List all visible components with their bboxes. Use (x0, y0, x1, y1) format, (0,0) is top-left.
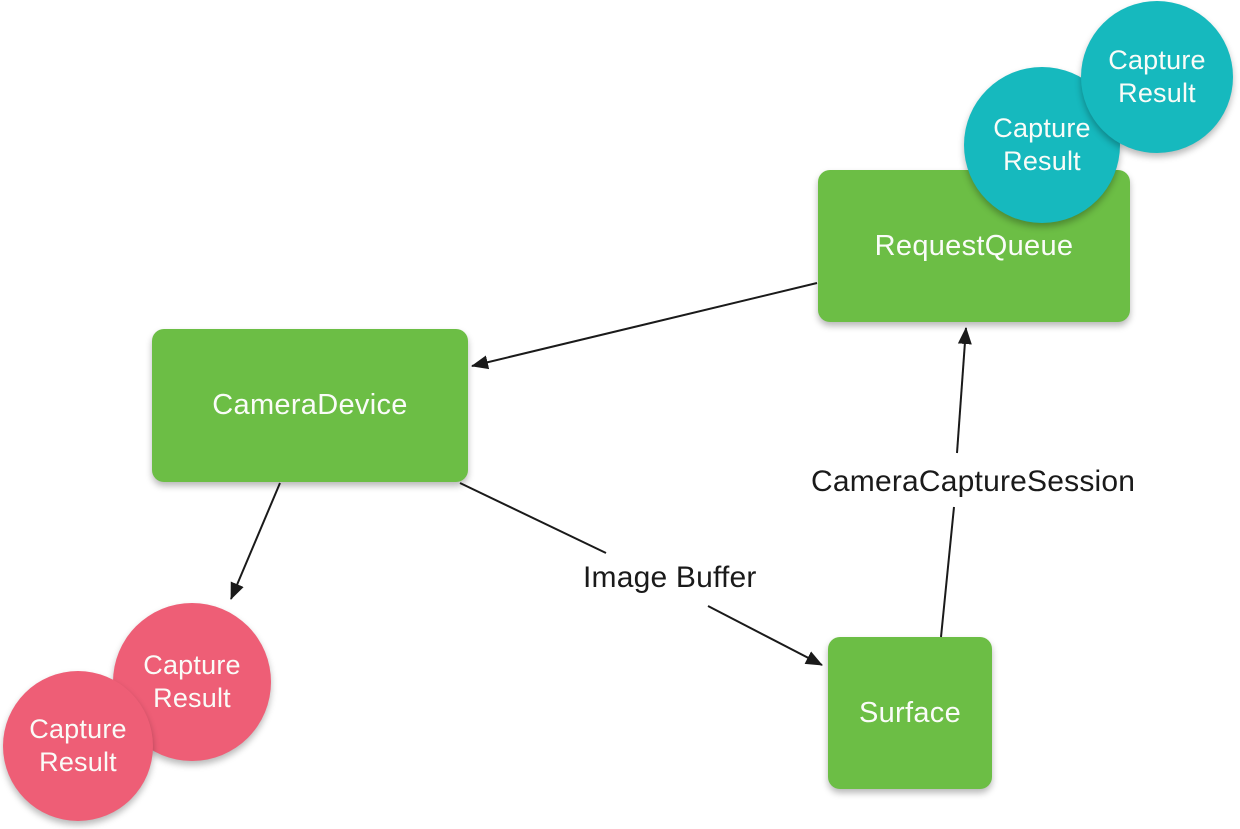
arrow-requestqueue-to-cameradevice (471, 282, 818, 370)
arrow-session-label-to-requestqueue (956, 327, 972, 454)
capture-result-circle-teal-back: Capture Result (964, 67, 1120, 223)
capture-result-circle-teal-front: Capture Result (1081, 1, 1233, 153)
edge-label-camera-capture-session: CameraCaptureSession (811, 465, 1136, 498)
node-camera-device: CameraDevice (152, 329, 468, 482)
line-cameradevice-to-imagebuffer-label (459, 482, 607, 554)
node-surface-label: Surface (858, 696, 962, 729)
capture-result-label: Capture Result (143, 649, 241, 713)
line-surface-to-session-label (940, 506, 955, 638)
capture-result-circle-pink-front: Capture Result (3, 671, 153, 821)
edge-label-image-buffer: Image Buffer (583, 561, 757, 594)
node-camera-device-label: CameraDevice (212, 389, 408, 421)
capture-result-label: Capture Result (1108, 44, 1206, 108)
node-request-queue-label: RequestQueue (874, 229, 1074, 262)
arrow-imagebuffer-label-to-surface (707, 605, 823, 666)
arrow-cameradevice-to-captureresult (230, 482, 281, 600)
node-surface: Surface (828, 637, 992, 789)
capture-result-label: Capture Result (29, 713, 127, 777)
capture-result-label: Capture Result (993, 112, 1091, 176)
